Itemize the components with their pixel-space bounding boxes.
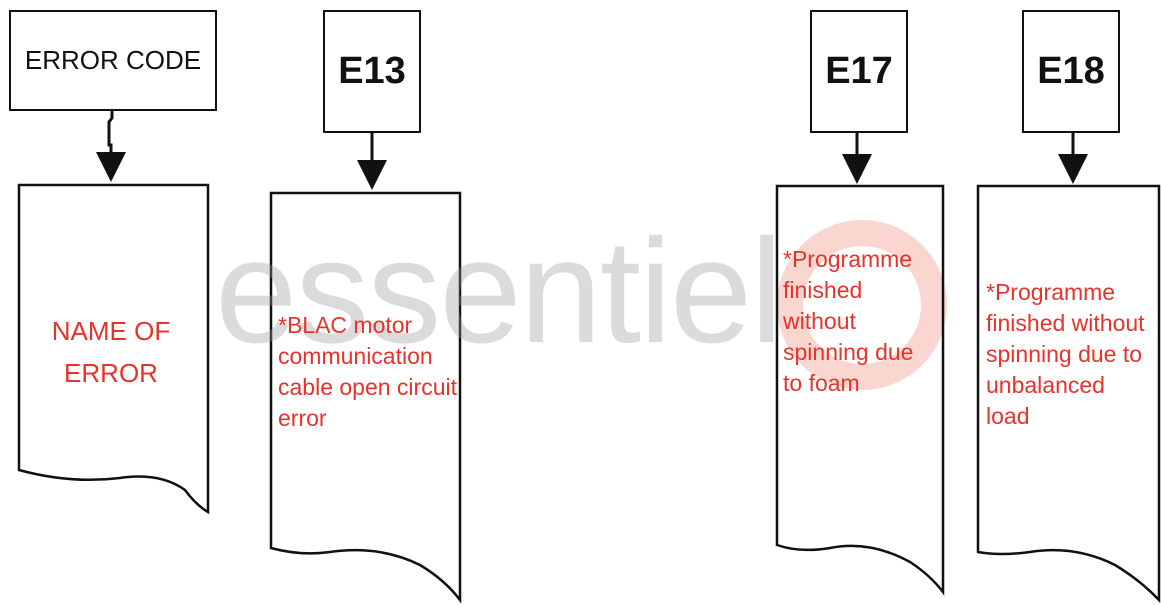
e13-description-line-1: *BLAC motor [278, 312, 413, 338]
e18-description: *Programme finished without spinning due… [986, 277, 1145, 432]
e17-description-line-4: spinning due [783, 339, 914, 365]
e18-code-box: E18 [1022, 10, 1120, 133]
e18-description-line-1: *Programme [986, 279, 1116, 305]
e17-description-line-2: finished [783, 277, 863, 303]
watermark-logo [777, 220, 947, 390]
e13-code-box: E13 [323, 10, 421, 133]
error-code-legend-box: ERROR CODE [9, 10, 217, 111]
e13-description-line-4: error [278, 405, 327, 431]
e18-description-line-3: spinning due to [986, 341, 1143, 367]
e13-document-shape [269, 191, 462, 604]
e17-code-box: E17 [810, 10, 908, 133]
e18-description-line-5: load [986, 403, 1030, 429]
e17-document-shape [775, 184, 945, 596]
legend-document-shape [17, 183, 210, 515]
e13-description: *BLAC motor communication cable open cir… [278, 310, 457, 434]
legend-arrow [96, 110, 126, 182]
e17-description-line-3: without [783, 308, 856, 334]
legend-name-of-error: NAME OF ERROR [36, 310, 186, 394]
e17-description-line-5: to foam [783, 370, 860, 396]
legend-name-line-2: ERROR [64, 358, 158, 388]
e17-description-line-1: *Programme [783, 246, 913, 272]
e13-description-line-3: cable open circuit [278, 374, 457, 400]
e17-description: *Programme finished without spinning due… [783, 244, 913, 399]
e18-description-line-4: unbalanced [986, 372, 1105, 398]
legend-name-line-1: NAME OF [51, 316, 171, 346]
e18-document-shape [976, 184, 1161, 604]
e18-description-line-2: finished without [986, 310, 1145, 336]
e13-description-line-2: communication [278, 343, 433, 369]
